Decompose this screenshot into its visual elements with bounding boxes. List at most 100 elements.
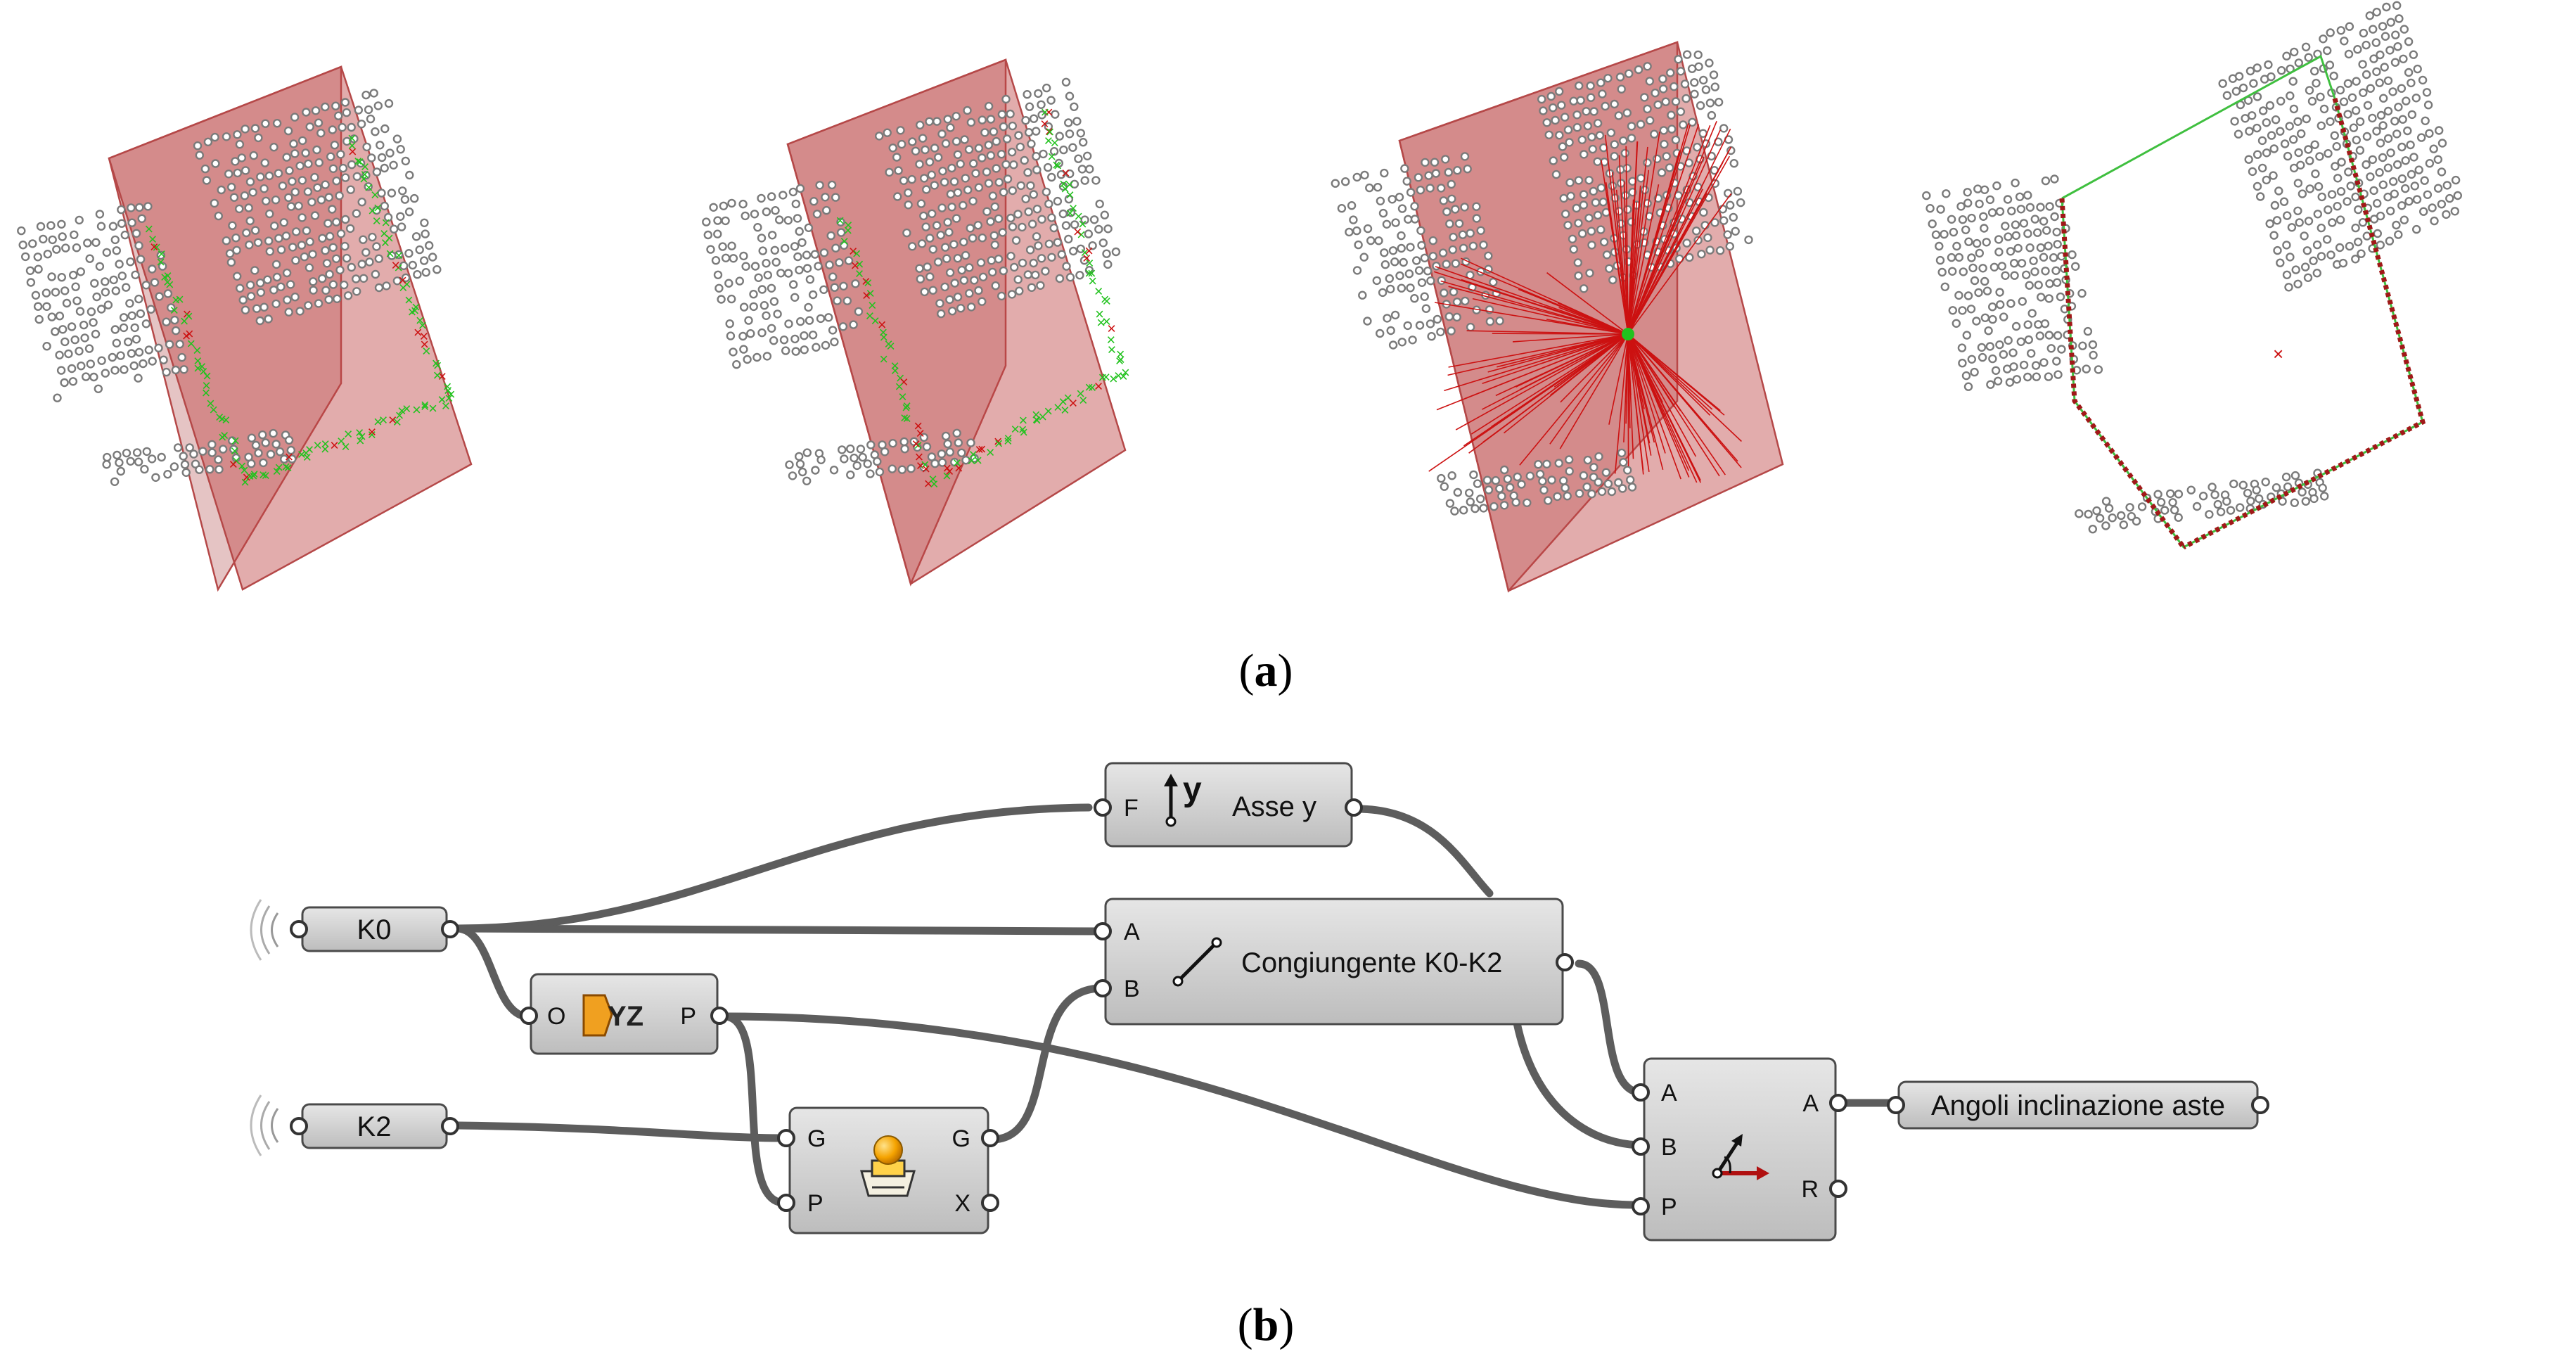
cloud-point — [156, 250, 166, 260]
fan-line — [1461, 257, 1629, 335]
cloud-point — [1565, 178, 1575, 187]
cloud-point — [968, 234, 978, 243]
cloud-point — [1111, 247, 1121, 257]
cloud-point — [321, 180, 330, 189]
cloud-point — [356, 158, 366, 168]
highlight-marker: × — [156, 253, 165, 271]
cloud-point — [1445, 219, 1454, 229]
cloud-point — [919, 463, 928, 472]
cloud-point — [264, 171, 274, 181]
cloud-point — [978, 115, 987, 125]
cloud-point — [944, 228, 954, 237]
cloud-point — [1535, 469, 1545, 479]
cloud-point — [2270, 200, 2280, 210]
cloud-point — [2428, 203, 2437, 212]
cloud-point — [2298, 189, 2307, 198]
cloud-point — [1589, 107, 1598, 116]
cloud-point — [1617, 84, 1626, 94]
cloud-point — [804, 302, 813, 312]
cloud-point — [940, 177, 949, 187]
highlight-marker: × — [866, 307, 875, 325]
cloud-point — [2019, 360, 2029, 370]
cloud-point — [997, 110, 1007, 119]
fan-line — [1472, 298, 1629, 335]
cloud-point — [325, 269, 334, 279]
cloud-point — [762, 311, 771, 320]
cloud-point — [2253, 123, 2262, 133]
component-angle[interactable]: A B P A R — [1632, 1057, 1847, 1241]
cloud-point — [1061, 77, 1071, 87]
cloud-point — [1719, 216, 1729, 225]
cloud-point — [2192, 502, 2202, 511]
cloud-point — [2337, 158, 2346, 167]
param-k0[interactable]: K0 — [250, 899, 459, 961]
highlight-marker: × — [150, 238, 159, 255]
cloud-point — [2285, 122, 2294, 131]
cloud-point — [2383, 163, 2393, 172]
cloud-point — [241, 166, 250, 175]
cloud-point — [421, 268, 430, 277]
asse-y-input-f: F — [1124, 795, 1139, 822]
cloud-point — [2049, 253, 2058, 262]
cloud-point — [754, 273, 763, 282]
cloud-point — [376, 141, 385, 150]
cloud-point — [102, 248, 112, 257]
cloud-point — [1430, 158, 1440, 167]
cloud-point — [951, 214, 961, 223]
component-asse-y[interactable]: F y Asse y — [1094, 762, 1363, 848]
param-result[interactable]: Angoli inclinazione aste — [1887, 1080, 2269, 1130]
cloud-point — [1347, 201, 1357, 210]
cloud-point — [1406, 243, 1415, 252]
cloud-point — [1956, 202, 1966, 211]
cloud-point — [1979, 212, 1988, 221]
cloud-point — [2290, 471, 2300, 480]
cloud-point — [163, 470, 172, 479]
cloud-point — [304, 159, 313, 169]
cloud-point — [1563, 125, 1573, 134]
fan-line — [1434, 302, 1629, 335]
cloud-point — [1354, 240, 1363, 250]
cloud-point — [2006, 247, 2016, 256]
cloud-point — [1982, 238, 1991, 247]
cloud-point — [721, 253, 731, 262]
angle-output-r: R — [1801, 1176, 1819, 1203]
cloud-point — [1963, 291, 1973, 300]
cloud-point — [729, 254, 738, 263]
cloud-point — [2170, 505, 2179, 515]
cloud-point — [1386, 326, 1395, 336]
cloud-point — [26, 278, 36, 287]
cloud-point — [2036, 293, 2046, 302]
cloud-point — [294, 201, 303, 210]
component-line[interactable]: A B Congiungente K0-K2 — [1094, 898, 1574, 1026]
highlight-marker: × — [1115, 352, 1124, 370]
angle-input-b: B — [1661, 1134, 1677, 1161]
cloud-point — [1925, 204, 1935, 213]
cloud-point — [2276, 65, 2286, 75]
component-yz-plane[interactable]: O YZ P — [520, 973, 729, 1055]
cloud-point — [2050, 212, 2059, 222]
highlight-marker: × — [421, 398, 430, 416]
cloud-point — [2031, 361, 2041, 370]
cloud-point — [1034, 241, 1043, 250]
cloud-point — [940, 243, 950, 252]
cloud-point — [994, 214, 1004, 224]
cloud-point — [874, 132, 884, 141]
cloud-point — [245, 177, 255, 186]
cloud-point — [1710, 82, 1720, 91]
component-closest-point[interactable]: G P G X — [777, 1106, 999, 1234]
cloud-point — [1015, 142, 1025, 152]
highlight-marker: × — [238, 457, 247, 475]
cloud-point — [1993, 376, 2003, 385]
line-icon — [1177, 941, 1218, 983]
param-k2[interactable]: K2 — [250, 1094, 459, 1156]
cloud-point — [1731, 226, 1740, 236]
cloud-point — [2289, 47, 2299, 57]
cloud-point — [2253, 63, 2262, 72]
cloud-point — [2040, 319, 2050, 328]
cloud-point — [2327, 190, 2337, 199]
cloud-point — [255, 316, 264, 326]
cloud-point — [1549, 156, 1558, 165]
cloud-point — [940, 282, 949, 292]
cloud-point — [1963, 188, 1972, 197]
highlight-marker: × — [185, 325, 194, 343]
